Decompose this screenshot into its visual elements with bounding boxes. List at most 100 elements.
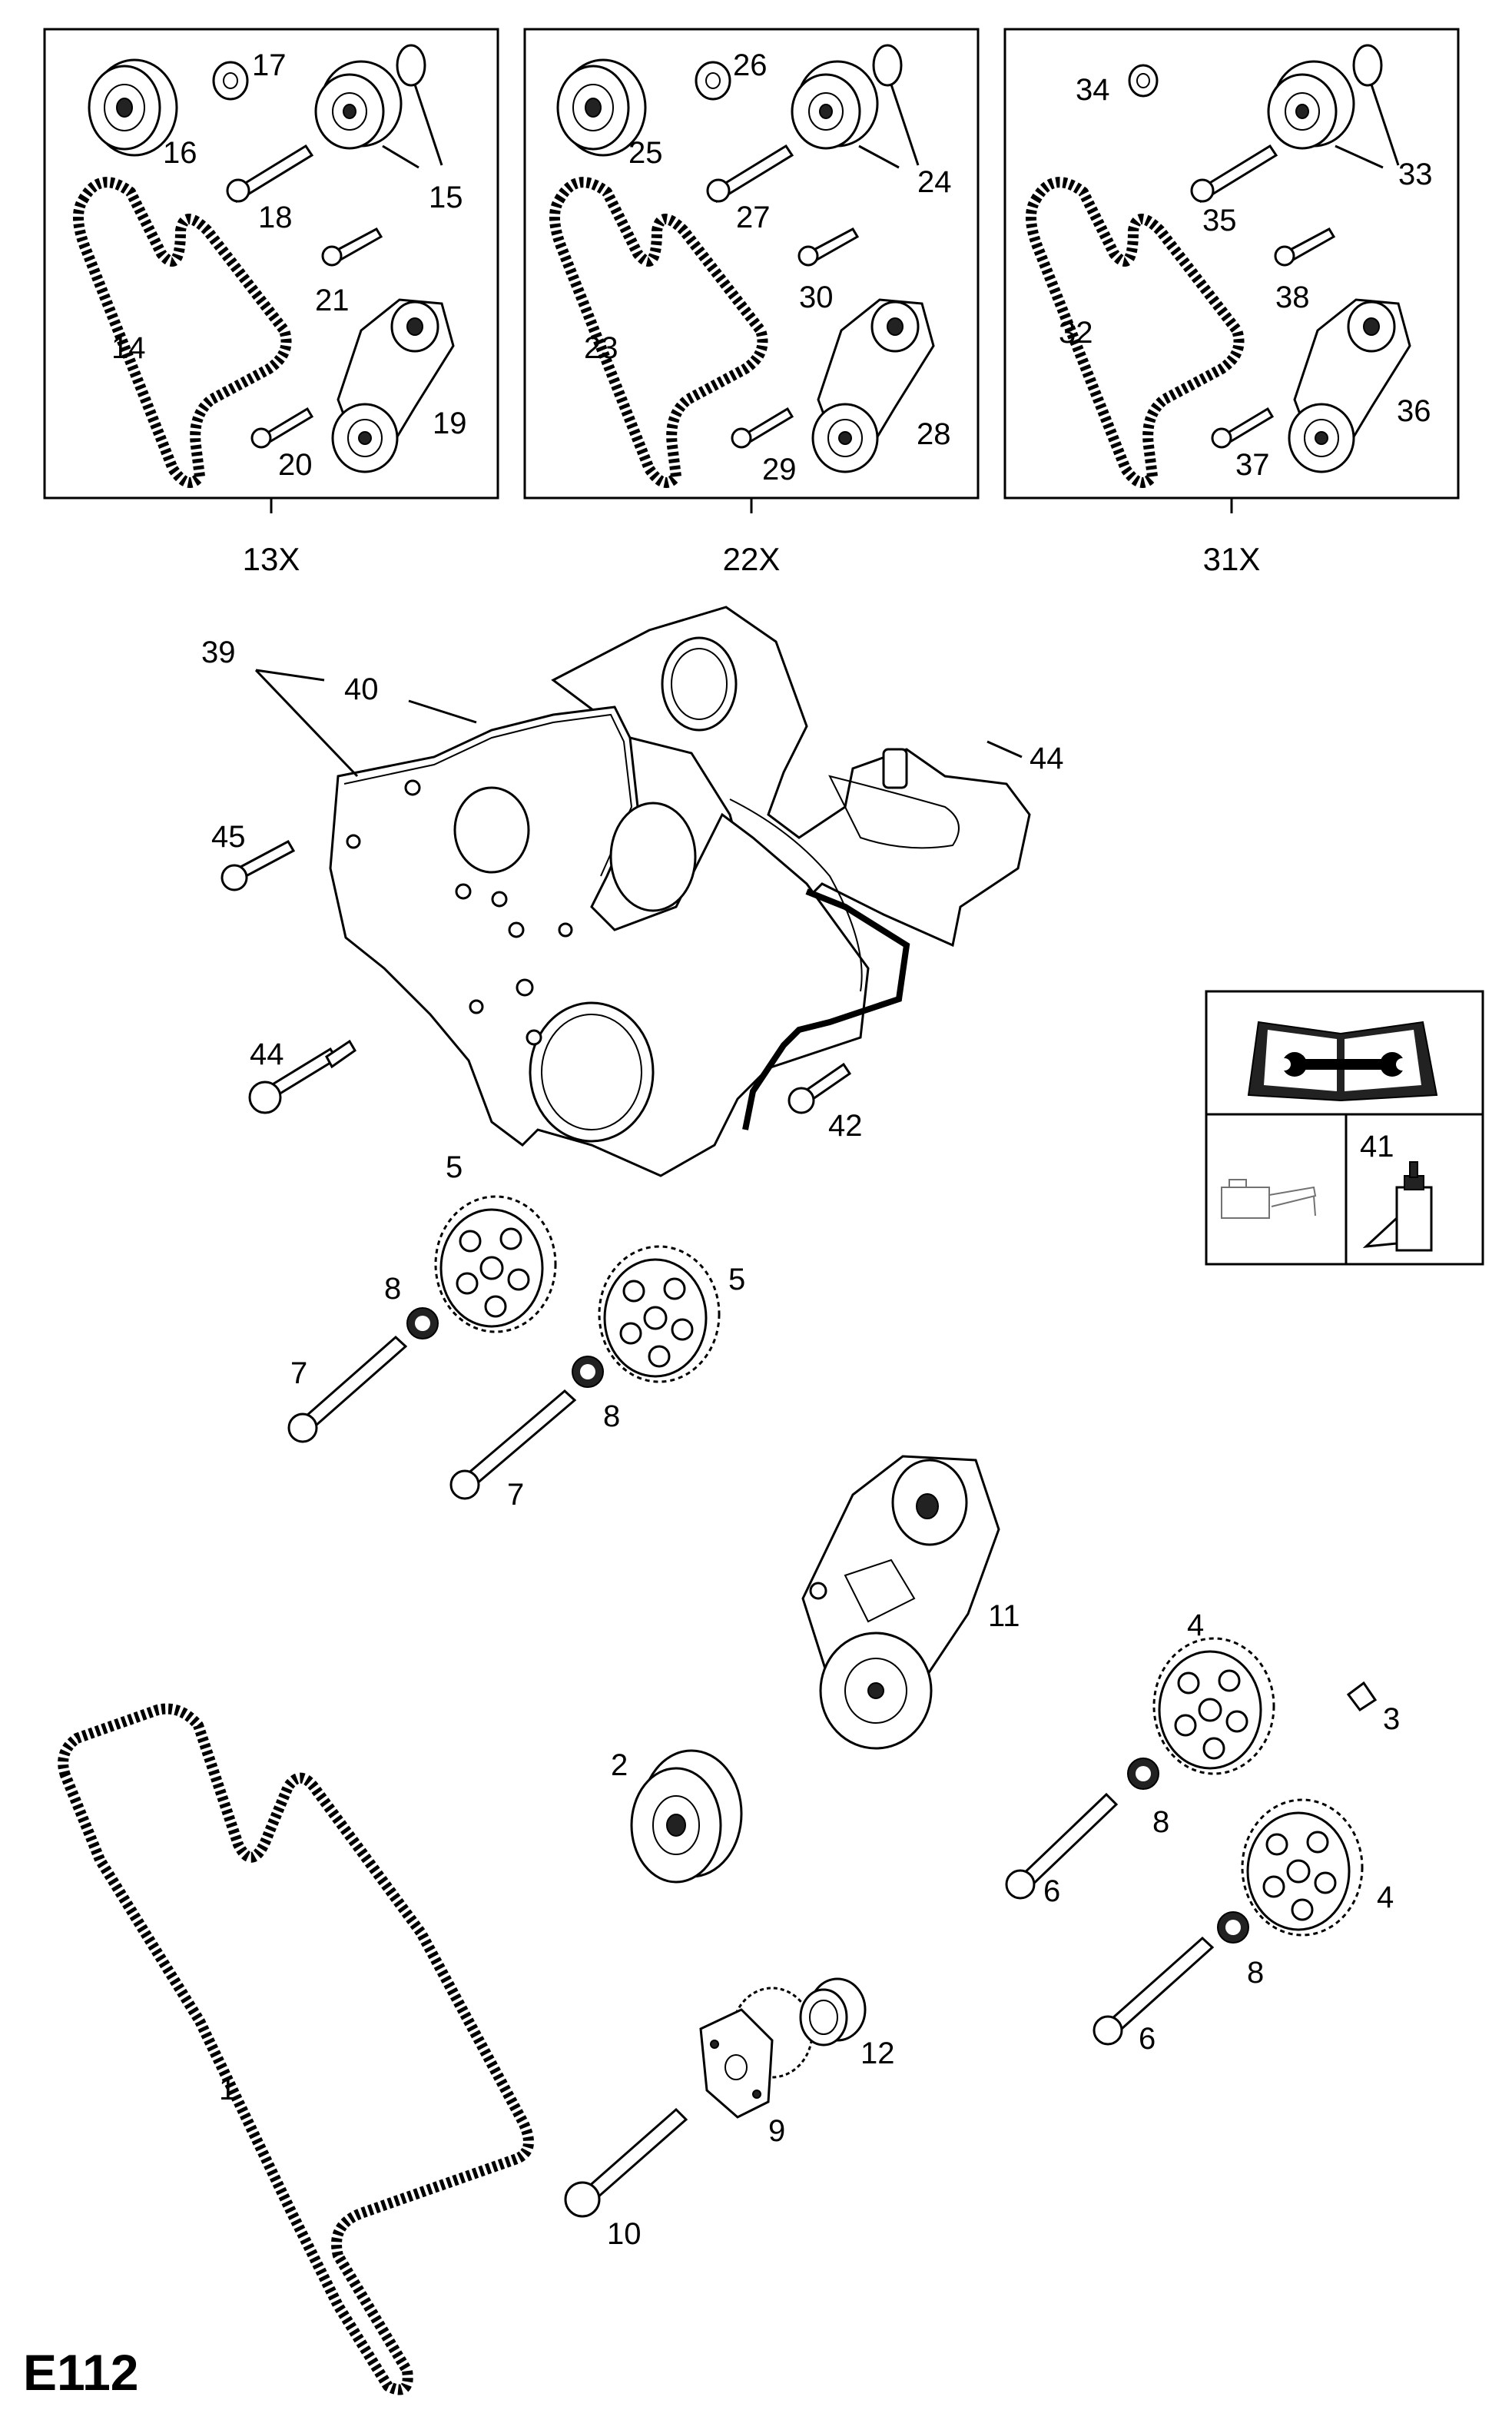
callout-32: 32 (1059, 316, 1093, 350)
dowel-pin-icon (1346, 1681, 1378, 1712)
timing-cover-rear-icon (551, 606, 1031, 948)
bolt-icon (226, 144, 314, 204)
callout-37: 37 (1235, 448, 1270, 482)
callout-38: 38 (1275, 281, 1310, 314)
bolt-icon (797, 227, 860, 267)
callout-19: 19 (433, 407, 467, 440)
sealant-tube-icon (1362, 1161, 1433, 1252)
camshaft-gear-icon (1241, 1798, 1364, 1937)
variant-box-13x: 13X (43, 28, 499, 577)
callout-28: 28 (917, 417, 951, 451)
bolt-icon (731, 407, 794, 449)
timing-cover-front-icon (329, 705, 870, 1177)
washer-icon (1128, 64, 1159, 98)
idler-pulley-icon (1267, 44, 1400, 169)
bolt-icon (706, 144, 794, 204)
bolt-icon (788, 1062, 852, 1114)
bolt-icon (220, 839, 296, 891)
callout-34: 34 (1076, 73, 1110, 107)
callout-10: 10 (607, 2217, 642, 2251)
cover-gasket-icon (742, 888, 910, 1130)
callout-27: 27 (736, 201, 771, 234)
callout-2: 2 (611, 1748, 628, 1782)
callout-44: 44 (250, 1037, 284, 1071)
callout-6: 6 (1043, 1874, 1060, 1908)
timing-belt-icon (72, 177, 292, 488)
bolt-icon (449, 1389, 577, 1500)
callout-8: 8 (384, 1272, 401, 1306)
callout-4: 4 (1377, 1881, 1394, 1914)
callout-36: 36 (1397, 394, 1431, 428)
callout-6: 6 (1139, 2022, 1156, 2056)
idler-pulley-icon (88, 58, 178, 157)
callout-24: 24 (917, 165, 952, 199)
camshaft-gear-icon (434, 1195, 557, 1333)
idler-pulley-icon (556, 58, 647, 157)
callout-45: 45 (211, 820, 246, 854)
crank-bolt-icon (564, 2107, 688, 2218)
callout-1: 1 (219, 2073, 236, 2106)
bolt-icon (1005, 1792, 1119, 1900)
timing-belt-icon (549, 177, 768, 488)
stud-bolt-icon (248, 1039, 356, 1114)
camshaft-gear-icon (598, 1245, 721, 1383)
callout-21: 21 (315, 284, 350, 317)
callout-20: 20 (278, 448, 313, 482)
bolt-icon (321, 227, 383, 267)
diagram-code: E112 (23, 2344, 139, 2401)
callout-5: 5 (446, 1150, 463, 1184)
variant-label: 31X (1203, 541, 1261, 577)
legend-box: 41 (1205, 990, 1484, 1266)
callout-12: 12 (860, 2037, 895, 2070)
callout-40: 40 (344, 672, 379, 706)
bolt-icon (1190, 144, 1278, 204)
tensioner-icon (331, 298, 455, 473)
callout-25: 25 (628, 136, 663, 170)
legend-number-41: 41 (1360, 1130, 1394, 1164)
idler-pulley-icon (630, 1749, 743, 1884)
variant-label: 22X (723, 541, 781, 577)
callout-5: 5 (728, 1263, 745, 1296)
callout-42: 42 (828, 1109, 863, 1143)
tensioner-icon (801, 1455, 1000, 1750)
idler-pulley-icon (791, 44, 920, 169)
washer-icon (212, 61, 249, 101)
callout-33: 33 (1398, 158, 1433, 191)
camshaft-gear-icon (1152, 1637, 1275, 1775)
variant-label: 13X (243, 541, 300, 577)
callout-8: 8 (1247, 1956, 1264, 1990)
callout-8: 8 (603, 1399, 620, 1433)
callout-11: 11 (988, 1599, 1020, 1633)
callout-26: 26 (733, 48, 768, 82)
book-wrench-icon (1247, 1021, 1438, 1102)
idler-pulley-icon (314, 44, 443, 169)
callout-29: 29 (762, 453, 797, 486)
callout-3: 3 (1383, 1702, 1400, 1736)
crank-sprocket-icon (699, 1987, 814, 2119)
bolt-icon (250, 407, 314, 449)
timing-belt-icon (1025, 177, 1245, 488)
callout-9: 9 (768, 2114, 785, 2148)
callout-17: 17 (252, 48, 287, 82)
bolt-icon (1211, 407, 1275, 449)
oil-seal-icon (799, 1977, 867, 2047)
callout-15: 15 (429, 181, 463, 214)
tensioner-icon (811, 298, 935, 473)
callout-39: 39 (201, 636, 236, 669)
callout-4: 4 (1187, 1608, 1204, 1642)
callout-30: 30 (799, 281, 834, 314)
callout-14: 14 (111, 331, 146, 365)
callout-16: 16 (163, 136, 197, 170)
callout-7: 7 (290, 1356, 307, 1390)
tensioner-icon (1288, 298, 1411, 473)
callout-43: 44 (1030, 742, 1064, 775)
variant-box-22x: 22X (523, 28, 980, 577)
bolt-icon (1274, 227, 1336, 267)
callout-8: 8 (1152, 1805, 1169, 1839)
oil-can-icon (1221, 1179, 1317, 1219)
callout-18: 18 (258, 201, 293, 234)
callout-23: 23 (584, 331, 618, 365)
bolt-icon (1093, 1936, 1215, 2046)
variant-box-31x: 31X (1003, 28, 1460, 577)
